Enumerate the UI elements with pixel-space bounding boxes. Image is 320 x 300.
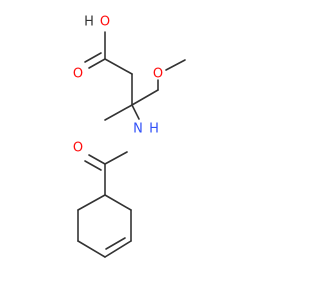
structure-diagram: O H O O N H O <box>73 15 186 258</box>
atom-ether-o: O <box>153 67 163 82</box>
ring-bond-4 <box>77 240 106 258</box>
molecule-canvas: O H O O N H O <box>73 15 186 258</box>
bond-o-ch3 <box>165 59 186 71</box>
bond-acid-co-double-b <box>84 52 102 63</box>
atom-hydroxyl-o: O <box>100 15 110 30</box>
bond-acid-c-ch2 <box>104 58 133 75</box>
ring-bond-6 <box>77 194 106 211</box>
ring-bond-1 <box>104 194 132 211</box>
bond-acid-co-double-a <box>88 58 106 69</box>
bond-amide-co-double-b <box>84 160 102 171</box>
atom-amide-n: N <box>133 122 143 137</box>
ring-bond-3-double <box>105 237 126 250</box>
bond-cq-n <box>131 104 140 120</box>
bond-cq-methyl <box>104 104 133 121</box>
ring-bond-3 <box>104 240 132 258</box>
atom-amide-h: H <box>149 122 159 137</box>
bond-n-c <box>104 151 128 165</box>
atom-hydroxyl-h: H <box>84 15 94 30</box>
bond-amide-co-double-a <box>88 154 106 165</box>
atom-acid-carbonyl-o: O <box>73 67 83 82</box>
atom-amide-carbonyl-o: O <box>73 141 83 156</box>
bond-cq-ch2 <box>131 89 159 106</box>
